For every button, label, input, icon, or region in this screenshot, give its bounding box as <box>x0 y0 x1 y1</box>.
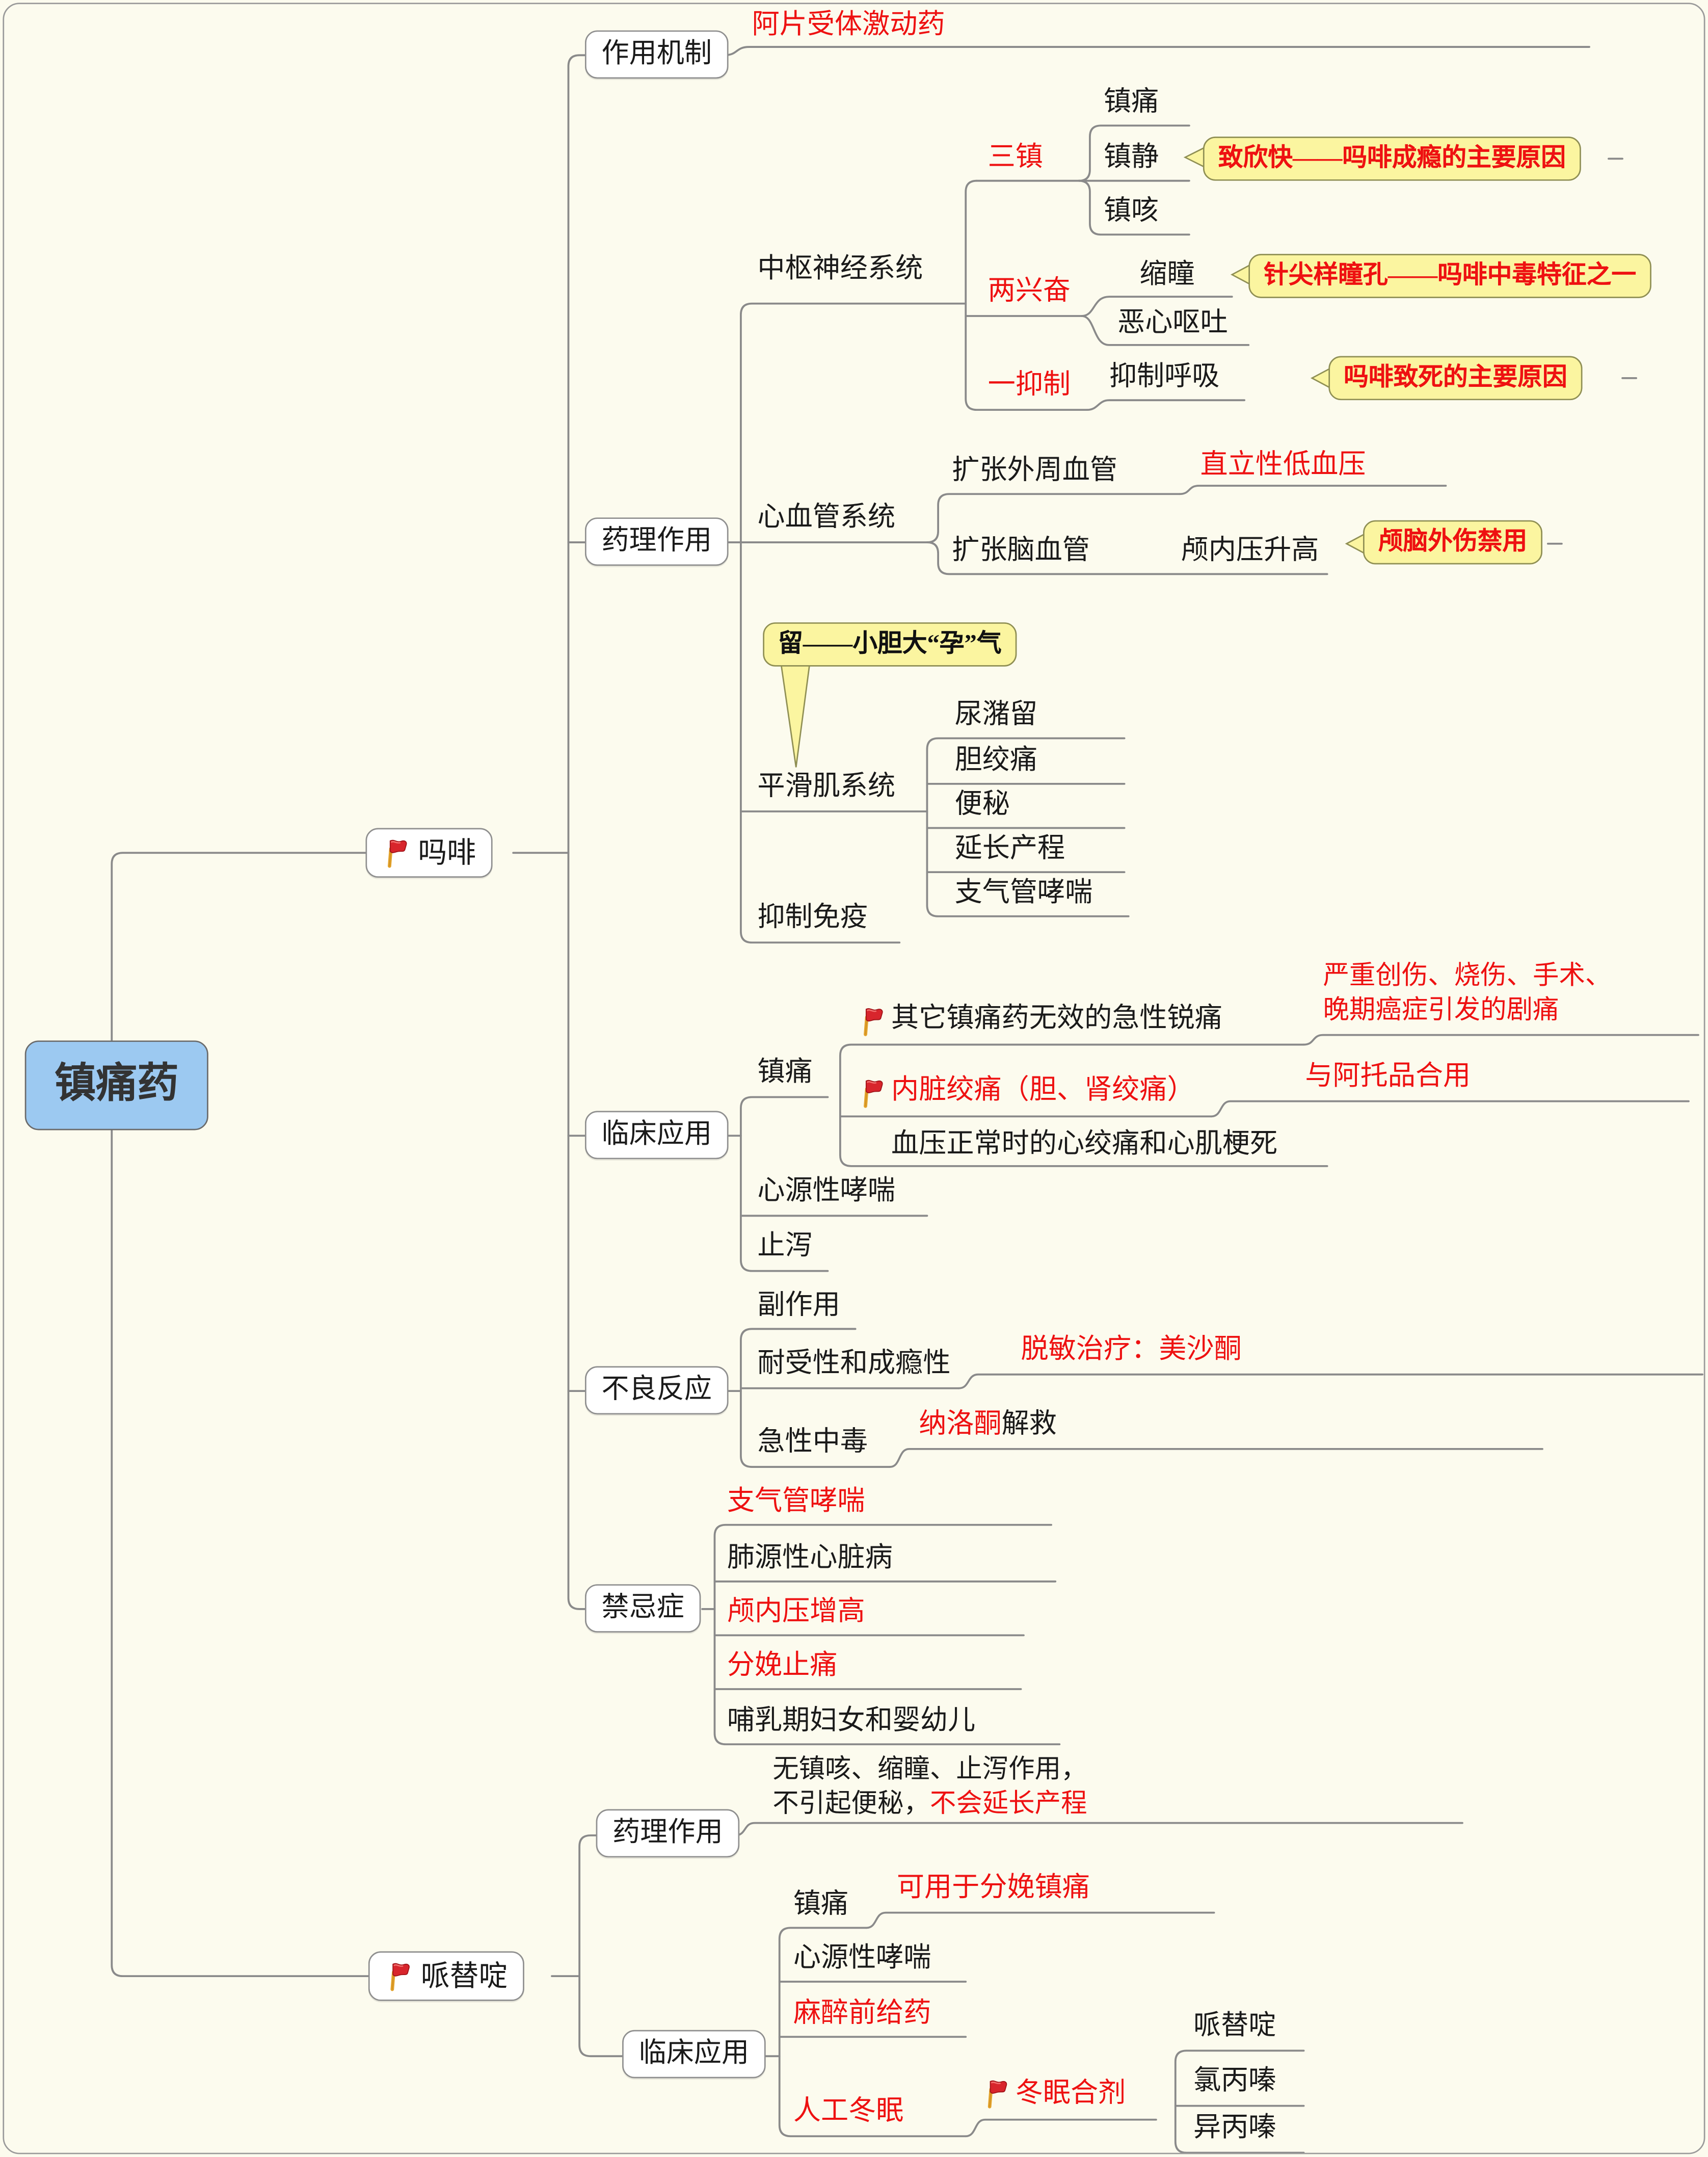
cns-system[interactable]: 中枢神经系统 <box>757 254 923 284</box>
contra-icp-increase[interactable]: 颅内压增高 <box>727 1596 865 1627</box>
visceral-colic[interactable]: 内脏绞痛（胆、肾绞痛） <box>891 1075 1195 1106</box>
topic-pethidine[interactable]: 哌替啶 <box>368 1951 524 2002</box>
cardiac-asthma[interactable]: 心源性哮喘 <box>757 1175 896 1206</box>
contra-cor-pulmonale[interactable]: 肺源性心脏病 <box>727 1542 893 1573</box>
rescue-label: 解救 <box>1001 1409 1057 1439</box>
pethidine-pharm-line2-black: 不引起便秘， <box>772 1789 930 1819</box>
naloxone-rescue[interactable]: 纳洛酮解救 <box>919 1409 1057 1440</box>
red-flag-icon <box>858 1078 886 1109</box>
naloxone-label: 纳洛酮 <box>919 1409 1002 1439</box>
bronchial-asthma-item[interactable]: 支气管哮喘 <box>954 877 1093 908</box>
pethidine-cardiac-asthma[interactable]: 心源性哮喘 <box>793 1943 931 1974</box>
orthostatic-hypotension[interactable]: 直立性低血压 <box>1200 450 1366 481</box>
icp-increase[interactable]: 颅内压升高 <box>1181 535 1319 566</box>
three-suppress[interactable]: 三镇 <box>988 142 1043 173</box>
two-excite[interactable]: 两兴奋 <box>988 276 1071 307</box>
peripheral-vasodilation[interactable]: 扩张外周血管 <box>952 455 1118 486</box>
nausea-item[interactable]: 恶心呕吐 <box>1117 307 1228 338</box>
one-inhibit[interactable]: 一抑制 <box>988 370 1071 401</box>
biliary-colic-item[interactable]: 胆绞痛 <box>954 745 1038 776</box>
methadone-therapy[interactable]: 脱敏治疗：美沙酮 <box>1021 1334 1242 1365</box>
artificial-hibernation[interactable]: 人工冬眠 <box>793 2096 904 2127</box>
cocktail-promethazine[interactable]: 异丙嗪 <box>1193 2113 1276 2143</box>
lethal-cause-callout[interactable]: 吗啡致死的主要原因 <box>1328 356 1583 400</box>
euphoria-callout[interactable]: 致欣快——吗啡成瘾的主要原因 <box>1203 137 1581 180</box>
lytic-cocktail[interactable]: 冬眠合剂 <box>1015 2078 1126 2109</box>
miosis-item[interactable]: 缩瞳 <box>1139 259 1195 290</box>
morphine-mechanism[interactable]: 作用机制 <box>584 30 729 79</box>
morphine-clinical-use[interactable]: 临床应用 <box>584 1111 729 1160</box>
pethidine-clinical-use[interactable]: 临床应用 <box>622 2030 766 2079</box>
cocktail-chlorpromazine[interactable]: 氯丙嗪 <box>1193 2066 1276 2096</box>
respiratory-depression-item[interactable]: 抑制呼吸 <box>1109 361 1220 392</box>
pethidine-pharm-note[interactable]: 无镇咳、缩瞳、止泻作用， 不引起便秘，不会延长产程 <box>772 1754 1087 1822</box>
acute-poisoning[interactable]: 急性中毒 <box>757 1427 868 1458</box>
root-topic[interactable]: 镇痛药 <box>24 1040 208 1130</box>
severe-trauma-line2: 晚期癌症引发的剧痛 <box>1323 995 1559 1025</box>
antitussive-item[interactable]: 镇咳 <box>1104 196 1159 227</box>
severe-trauma-note[interactable]: 严重创伤、烧伤、手术、 晚期癌症引发的剧痛 <box>1323 960 1611 1029</box>
pethidine-analgesia[interactable]: 镇痛 <box>793 1889 849 1920</box>
constipation-item[interactable]: 便秘 <box>954 789 1010 820</box>
side-effects[interactable]: 副作用 <box>757 1290 840 1321</box>
prolonged-labor-item[interactable]: 延长产程 <box>954 833 1065 864</box>
topic-morphine-label: 吗啡 <box>418 836 476 870</box>
morphine-pharmacology[interactable]: 药理作用 <box>584 517 729 566</box>
urinary-retention-item[interactable]: 尿潴留 <box>954 699 1038 730</box>
antidiarrheal[interactable]: 止泻 <box>757 1231 813 1261</box>
pinpoint-pupil-callout[interactable]: 针尖样瞳孔——吗啡中毒特征之一 <box>1248 254 1651 298</box>
tolerance-addiction[interactable]: 耐受性和成瘾性 <box>757 1348 951 1379</box>
pethidine-pharm-line2-red: 不会延长产程 <box>929 1789 1087 1819</box>
contra-bronchial-asthma[interactable]: 支气管哮喘 <box>727 1486 865 1517</box>
head-trauma-callout[interactable]: 颅脑外伤禁用 <box>1363 520 1542 564</box>
clinical-analgesia[interactable]: 镇痛 <box>757 1057 813 1088</box>
morphine-contraindications[interactable]: 禁忌症 <box>584 1584 701 1633</box>
opioid-agonist[interactable]: 阿片受体激动药 <box>752 9 945 40</box>
morphine-adverse-reactions[interactable]: 不良反应 <box>584 1366 729 1415</box>
cvs-system[interactable]: 心血管系统 <box>757 502 896 533</box>
atropine-combination[interactable]: 与阿托品合用 <box>1305 1061 1471 1092</box>
red-flag-icon <box>382 838 410 869</box>
red-flag-icon <box>858 1006 886 1037</box>
sedation-item[interactable]: 镇静 <box>1104 142 1159 173</box>
analgesia-item[interactable]: 镇痛 <box>1104 87 1159 118</box>
preanesthetic-medication[interactable]: 麻醉前给药 <box>793 1998 931 2029</box>
cerebral-vasodilation[interactable]: 扩张脑血管 <box>952 535 1090 566</box>
cocktail-pethidine[interactable]: 哌替啶 <box>1193 2010 1276 2041</box>
immune-suppression[interactable]: 抑制免疫 <box>757 902 868 933</box>
contra-labor-pain[interactable]: 分娩止痛 <box>727 1650 838 1681</box>
smooth-muscle-system[interactable]: 平滑肌系统 <box>757 771 896 802</box>
topic-morphine[interactable]: 吗啡 <box>365 828 493 878</box>
acute-sharp-pain[interactable]: 其它镇痛药无效的急性锐痛 <box>891 1003 1222 1034</box>
topic-pethidine-label: 哌替啶 <box>420 1959 508 1993</box>
pethidine-pharmacology[interactable]: 药理作用 <box>596 1809 740 1858</box>
angina-mi[interactable]: 血压正常时的心绞痛和心肌梗死 <box>891 1128 1278 1160</box>
severe-trauma-line1: 严重创伤、烧伤、手术、 <box>1323 962 1612 991</box>
red-flag-icon <box>385 1961 412 1992</box>
red-flag-icon <box>982 2078 1010 2109</box>
pethidine-pharm-line1: 无镇咳、缩瞳、止泻作用， <box>772 1755 1087 1784</box>
labor-analgesia-note[interactable]: 可用于分娩镇痛 <box>896 1873 1090 1903</box>
mnemonic-callout[interactable]: 留——小胆大“孕”气 <box>763 622 1017 666</box>
contra-nursing-infants[interactable]: 哺乳期妇女和婴幼儿 <box>727 1705 976 1737</box>
